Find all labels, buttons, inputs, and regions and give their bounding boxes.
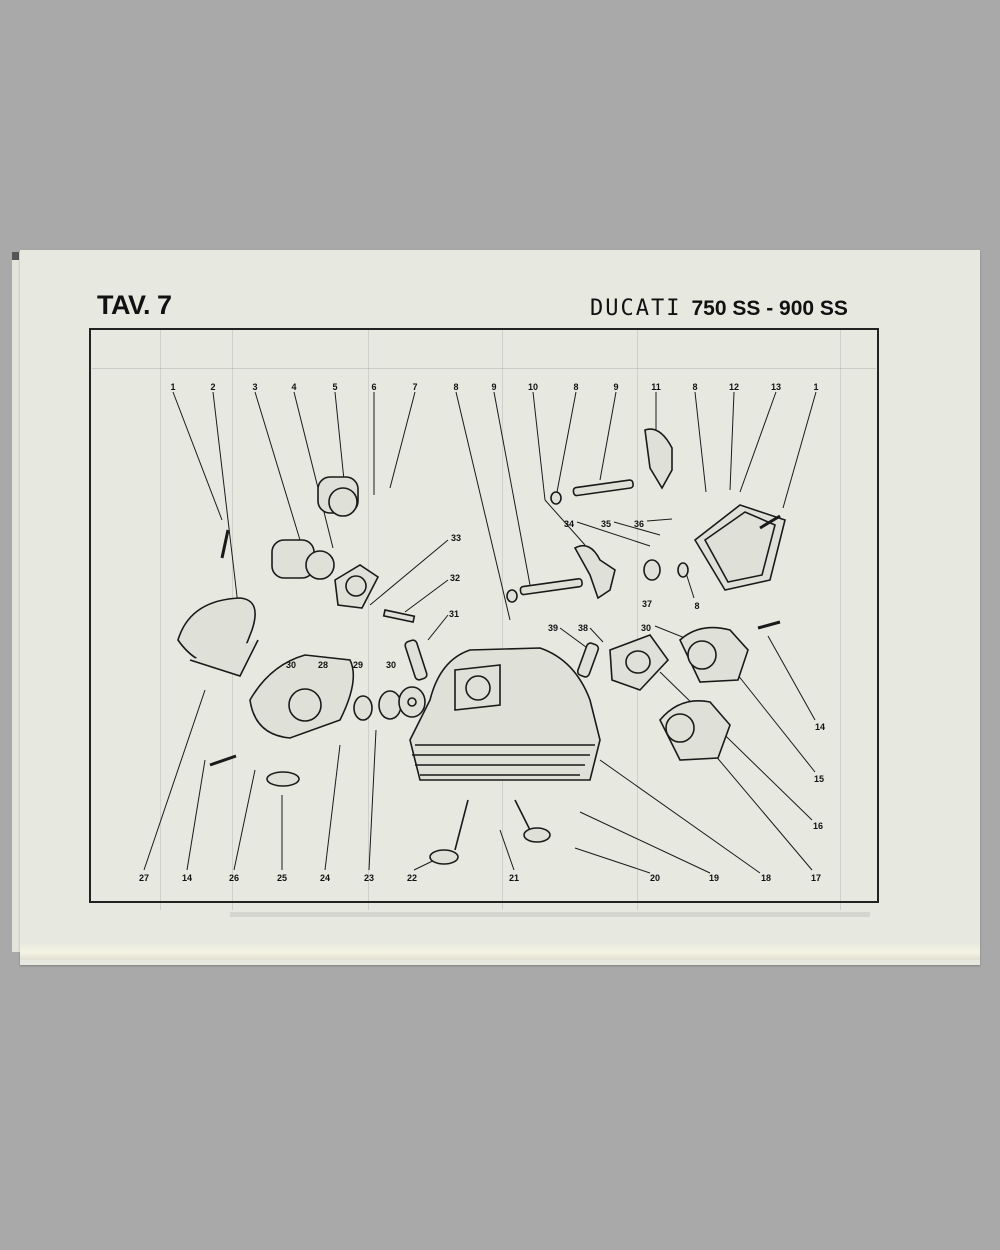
callout-37: 37 [641,599,653,609]
callout-6: 6 [371,382,377,392]
callout-8: 8 [573,382,579,392]
plate-title: TAV. 7 [97,290,172,320]
callout-22: 22 [406,873,418,883]
callout-30: 30 [640,623,652,633]
callout-32: 32 [449,573,461,583]
callout-30: 30 [385,660,397,670]
callout-8: 8 [692,382,698,392]
sheet-tab [12,252,19,260]
callout-10: 10 [527,382,539,392]
callout-15: 15 [813,774,825,784]
callout-24: 24 [319,873,331,883]
callout-1: 1 [170,382,176,392]
callout-23: 23 [363,873,375,883]
callout-16: 16 [812,821,824,831]
callout-38: 38 [577,623,589,633]
callout-8: 8 [453,382,459,392]
callout-4: 4 [291,382,297,392]
callout-1: 1 [813,382,819,392]
callout-31: 31 [448,609,460,619]
callout-26: 26 [228,873,240,883]
callout-2: 2 [210,382,216,392]
callout-19: 19 [708,873,720,883]
callout-8: 8 [694,601,700,611]
callout-25: 25 [276,873,288,883]
callout-5: 5 [332,382,338,392]
callout-17: 17 [810,873,822,883]
bleed-through-table-header [92,334,876,369]
bleed-through-column [637,330,638,910]
page-bottom-edge [20,944,980,960]
callout-9: 9 [491,382,497,392]
callout-34: 34 [563,519,575,529]
callout-18: 18 [760,873,772,883]
callout-29: 29 [352,660,364,670]
bleed-through-column [368,330,369,910]
callout-20: 20 [649,873,661,883]
callout-14: 14 [814,722,826,732]
bleed-through-column [840,330,841,910]
bleed-through-column [502,330,503,910]
callout-9: 9 [613,382,619,392]
document-page [20,250,980,965]
model-title: 750 SS - 900 SS [691,296,848,320]
callout-21: 21 [508,873,520,883]
callout-28: 28 [317,660,329,670]
bleed-through-footer [230,912,870,917]
callout-27: 27 [138,873,150,883]
callout-3: 3 [252,382,258,392]
bleed-through-column [160,330,161,910]
callout-7: 7 [412,382,418,392]
ducati-logo: DUCATI [590,296,682,321]
brand-header: DUCATI 750 SS - 900 SS [590,296,848,321]
callout-36: 36 [633,519,645,529]
callout-30: 30 [285,660,297,670]
diagram-frame [89,328,879,903]
callout-35: 35 [600,519,612,529]
callout-14: 14 [181,873,193,883]
callout-13: 13 [770,382,782,392]
callout-12: 12 [728,382,740,392]
callout-33: 33 [450,533,462,543]
callout-39: 39 [547,623,559,633]
callout-11: 11 [651,382,661,392]
